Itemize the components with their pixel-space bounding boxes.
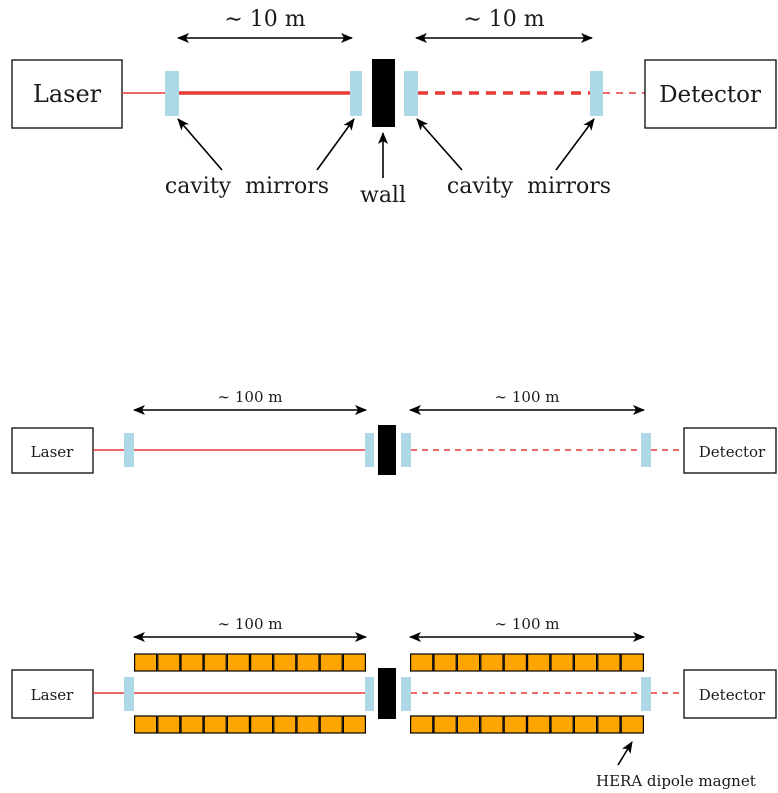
middle-setup: ∼ 100 m ∼ 100 m Laser Detector <box>11 388 777 475</box>
top-pointer-mirror-3 <box>416 118 463 171</box>
top-mirror-3 <box>404 71 418 116</box>
bottom-mirror-1 <box>124 677 134 711</box>
magnet-right-lower-10 <box>620 715 645 734</box>
magnet-right-upper-8 <box>573 653 598 672</box>
magnet-right-upper-10 <box>620 653 645 672</box>
magnet-pointer-arrow <box>617 741 633 766</box>
bottom-laser-box <box>11 669 94 719</box>
magnet-right-lower-9 <box>597 715 621 734</box>
middle-mirror-2 <box>365 433 374 467</box>
top-right-distance-label: ∼ 10 m <box>463 7 544 32</box>
top-left-mirrors-label: cavity mirrors <box>165 174 329 199</box>
magnet-left-lower-8 <box>296 715 320 734</box>
middle-wall <box>378 425 396 475</box>
magnet-left-upper-1 <box>134 653 158 672</box>
bottom-setup: ∼ 100 m ∼ 100 m Laser Detector HERA dipo… <box>11 615 777 790</box>
magnet-right-lower-2 <box>433 715 457 734</box>
magnet-left-lower-5 <box>226 715 250 734</box>
magnet-right-lower-3 <box>456 715 481 734</box>
magnet-left-upper-4 <box>203 653 227 672</box>
magnet-left-lower-1 <box>134 715 158 734</box>
magnet-left-lower-4 <box>203 715 227 734</box>
magnet-right-upper-2 <box>433 653 457 672</box>
top-mirror-2 <box>350 71 362 116</box>
bottom-wall <box>378 668 396 719</box>
magnet-right-upper-9 <box>597 653 621 672</box>
magnet-right-upper-5 <box>503 653 528 672</box>
middle-detector-box <box>683 427 777 474</box>
top-mirror-1 <box>165 71 179 116</box>
magnet-left-upper-9 <box>319 653 343 672</box>
magnet-left-lower-9 <box>319 715 343 734</box>
magnet-left-upper-10 <box>342 653 366 672</box>
magnet-right-lower-4 <box>480 715 504 734</box>
top-laser-label: Laser <box>33 80 102 108</box>
magnet-left-upper-6 <box>250 653 274 672</box>
middle-laser-label: Laser <box>31 443 74 461</box>
bottom-laser-label: Laser <box>31 686 74 704</box>
magnet-left-upper-7 <box>273 653 297 672</box>
top-detector-label: Detector <box>659 82 761 108</box>
middle-right-distance-label: ∼ 100 m <box>495 388 560 406</box>
bottom-detector-box <box>683 669 777 719</box>
magnet-label: HERA dipole magnet <box>596 772 756 790</box>
magnet-left-upper-5 <box>226 653 250 672</box>
middle-left-distance-label: ∼ 100 m <box>218 388 283 406</box>
top-detector-box <box>644 59 777 129</box>
magnet-right-lower-5 <box>503 715 528 734</box>
middle-mirror-4 <box>641 433 651 467</box>
middle-mirror-1 <box>124 433 134 467</box>
magnet-left-lower-3 <box>180 715 204 734</box>
magnet-right-lower-6 <box>526 715 551 734</box>
bottom-mirror-2 <box>365 677 374 711</box>
magnet-left-upper-3 <box>180 653 204 672</box>
top-wall-label: wall <box>360 183 406 208</box>
magnet-left-lower-6 <box>250 715 274 734</box>
magnet-left-lower-10 <box>342 715 366 734</box>
magnet-left-lower-2 <box>157 715 181 734</box>
top-setup: ∼ 10 m ∼ 10 m Laser Detector cavity mirr… <box>11 7 777 208</box>
top-left-distance-label: ∼ 10 m <box>224 7 305 32</box>
top-pointer-mirror-1 <box>177 118 223 171</box>
magnet-right-lower-7 <box>550 715 574 734</box>
magnet-right-upper-7 <box>550 653 574 672</box>
magnet-right-lower-1 <box>410 715 434 734</box>
magnet-right-upper-4 <box>480 653 504 672</box>
bottom-detector-label: Detector <box>699 686 766 704</box>
bottom-mirror-4 <box>641 677 651 711</box>
magnet-left-upper-8 <box>296 653 320 672</box>
top-right-mirrors-label: cavity mirrors <box>447 174 611 199</box>
magnet-right-upper-6 <box>526 653 551 672</box>
magnet-right-upper-3 <box>456 653 481 672</box>
magnet-left-lower-7 <box>273 715 297 734</box>
middle-detector-label: Detector <box>699 443 766 461</box>
top-wall <box>372 59 395 127</box>
top-pointer-mirror-2 <box>316 118 355 171</box>
top-pointer-mirror-4 <box>555 118 595 171</box>
bottom-right-distance-label: ∼ 100 m <box>495 615 560 633</box>
hera-dipole-magnets <box>134 653 645 734</box>
top-mirror-4 <box>590 71 603 116</box>
magnet-right-upper-1 <box>410 653 434 672</box>
middle-mirror-3 <box>401 433 411 467</box>
bottom-left-distance-label: ∼ 100 m <box>218 615 283 633</box>
magnet-left-upper-2 <box>157 653 181 672</box>
bottom-mirror-3 <box>401 677 411 711</box>
top-laser-box <box>11 59 123 129</box>
magnet-right-lower-8 <box>573 715 598 734</box>
